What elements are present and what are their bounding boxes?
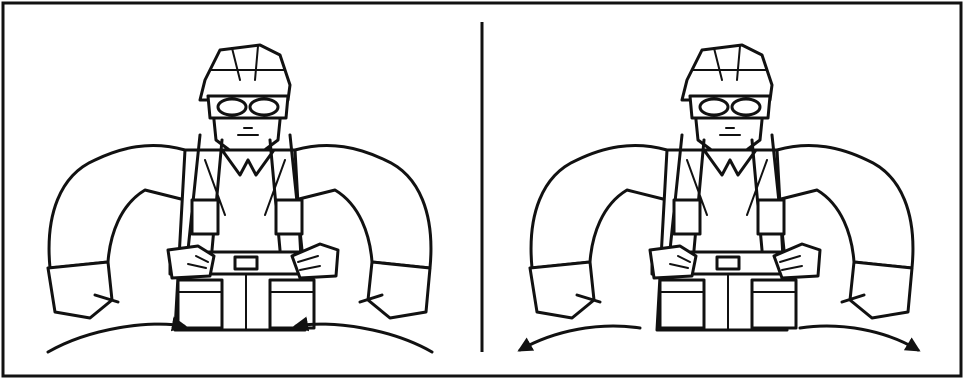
right-arrow-inward-left	[296, 324, 432, 352]
right-panel	[520, 45, 918, 350]
soldier-left	[48, 45, 431, 330]
left-arrow-outward-right	[520, 326, 640, 350]
left-arrow-inward-left	[48, 324, 184, 352]
soldier-right	[530, 45, 913, 330]
right-arrow-outward-right	[800, 326, 918, 350]
left-panel	[48, 45, 432, 352]
